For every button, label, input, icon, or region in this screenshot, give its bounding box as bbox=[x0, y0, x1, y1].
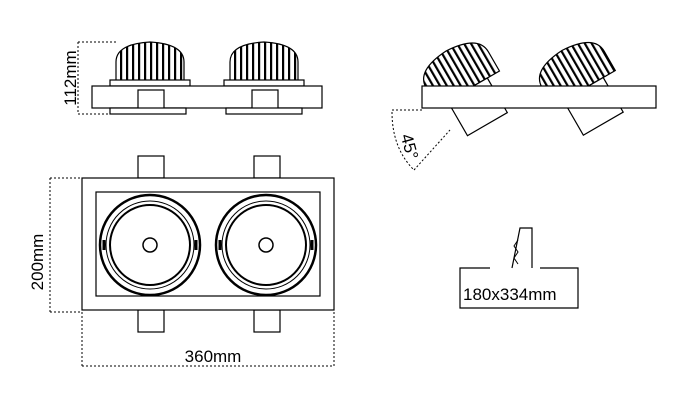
tilt-angle-label: 45° bbox=[397, 132, 422, 162]
lamp-left bbox=[98, 193, 202, 297]
front-view bbox=[49, 155, 335, 368]
ceiling-hatch bbox=[511, 227, 533, 269]
heatsink-right bbox=[229, 41, 299, 83]
side-view bbox=[77, 41, 323, 115]
lamp-right bbox=[214, 193, 318, 297]
tilted-view bbox=[391, 41, 657, 171]
width-dimension-label: 360mm bbox=[185, 347, 242, 366]
cutout-symbol bbox=[459, 227, 579, 309]
height-dimension-label: 112mm bbox=[61, 50, 80, 105]
heatsink-left bbox=[115, 41, 185, 83]
trim-plate-side bbox=[91, 85, 323, 109]
trim-plate-tilted bbox=[421, 85, 657, 109]
inner-frame bbox=[95, 191, 321, 297]
cutout-dimension-label: 180x334mm bbox=[463, 285, 557, 304]
outer-frame bbox=[81, 177, 335, 311]
depth-dimension-label: 200mm bbox=[28, 234, 47, 291]
cutout-bracket bbox=[459, 267, 579, 309]
